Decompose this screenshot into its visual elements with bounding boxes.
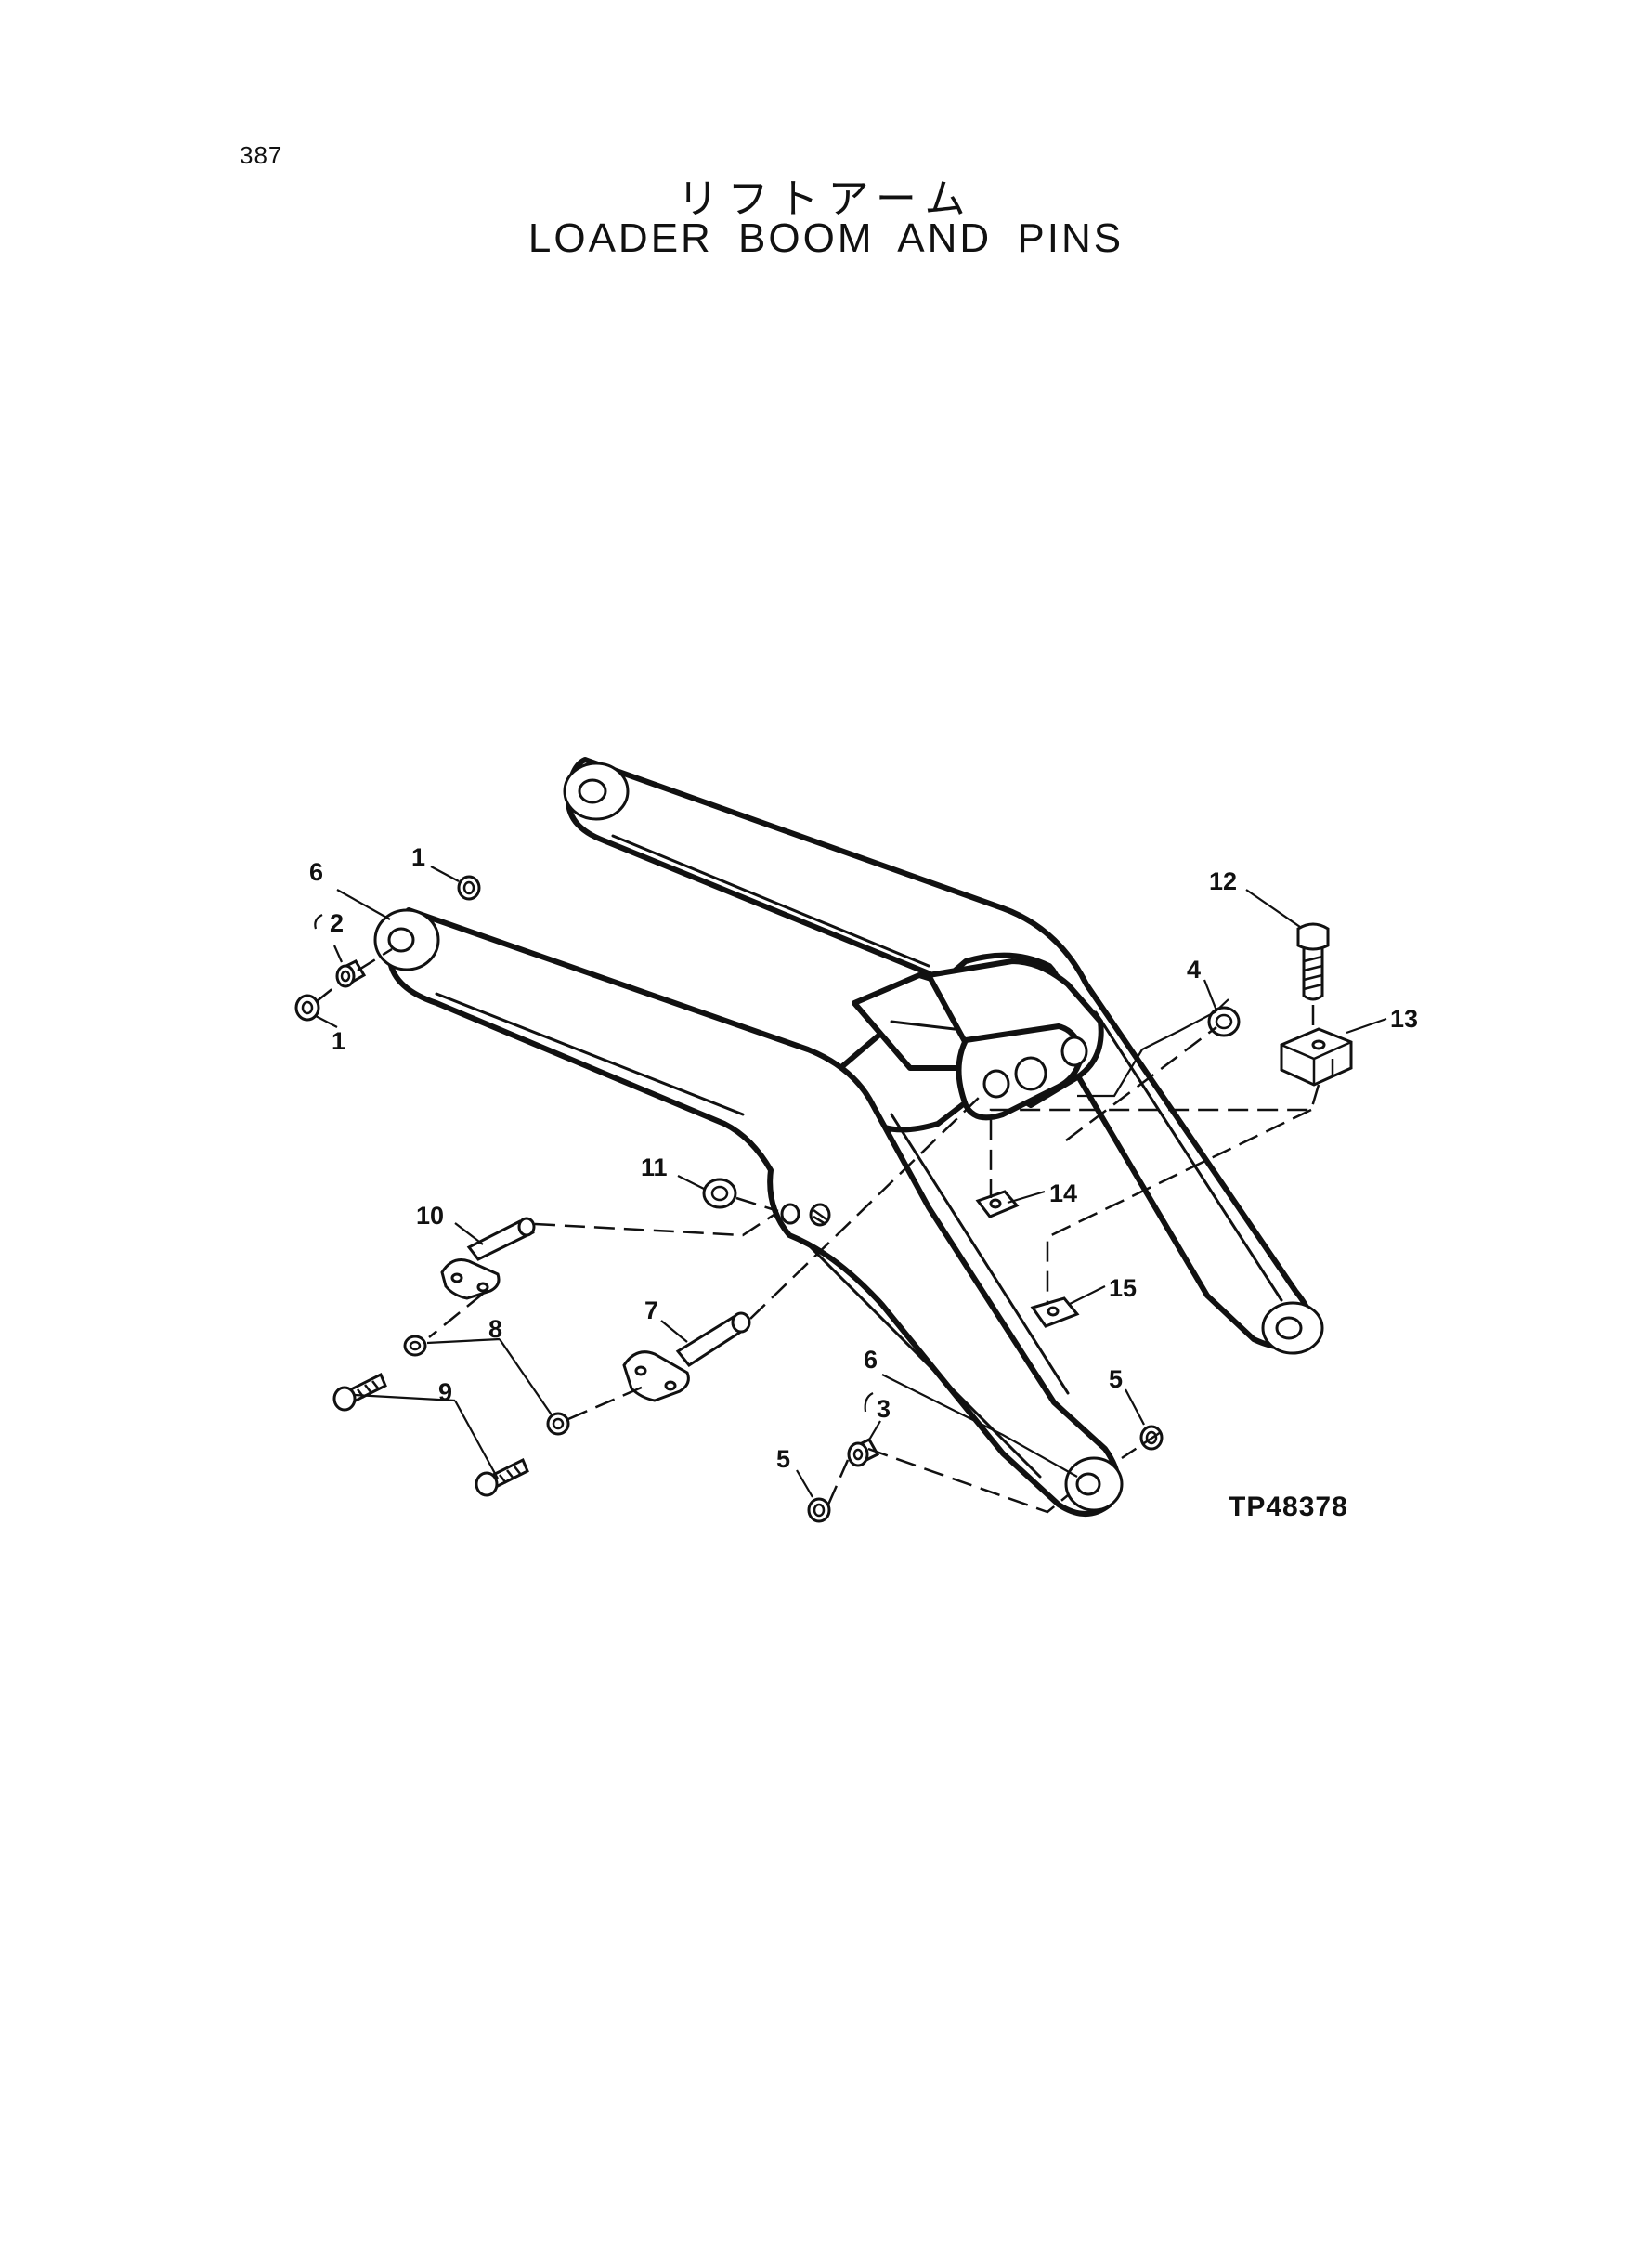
callout-9: 9 [438, 1378, 452, 1406]
callout-15: 15 [1109, 1274, 1137, 1302]
center-bracket [926, 958, 1104, 1121]
bracket-15 [1030, 1296, 1080, 1328]
callout-14: 14 [1049, 1179, 1077, 1207]
rear-boom-end-bore [578, 778, 607, 804]
callout-1-upper: 1 [411, 843, 425, 871]
front-boom-end-bore [387, 927, 415, 953]
part-13-clip [1280, 1027, 1353, 1087]
bracket-lower-bore-a [982, 1069, 1010, 1099]
callout-2: 2 [330, 909, 344, 937]
callout-8: 8 [488, 1315, 502, 1343]
boom-grease-hole [780, 1203, 800, 1225]
assembly-lines [315, 947, 1320, 1514]
title-english: LOADER BOOM AND PINS [527, 215, 1125, 261]
part-8-washer-b [546, 1412, 570, 1436]
bracket-lower-bore-b [1014, 1056, 1047, 1091]
part-11-washer [702, 1178, 737, 1209]
part-1-upper-nut [457, 875, 481, 901]
grease-fitting [809, 1203, 831, 1227]
part-8-washer-a [403, 1335, 427, 1357]
callout-5-right: 5 [1109, 1365, 1123, 1393]
part-12-bolt [1296, 922, 1330, 1001]
part-9-bolt-b [475, 1457, 529, 1497]
page-number: 387 [240, 141, 283, 169]
front-boom-lower-bore [1075, 1472, 1101, 1496]
rear-boom-lower-bore [1275, 1316, 1303, 1340]
callout-6-upper: 6 [309, 858, 323, 886]
part-10-pin [440, 1217, 536, 1300]
callout-6-lower: 6 [864, 1346, 878, 1374]
front-boom-arm [373, 907, 1124, 1517]
bracket-upper-bore [1060, 1036, 1088, 1067]
callout-5-left: 5 [776, 1445, 790, 1473]
title-japanese: リフトアーム [677, 176, 975, 223]
part-1-lower-nut [294, 994, 320, 1022]
part-5-left-nut [807, 1497, 831, 1523]
bracket-14 [975, 1190, 1020, 1218]
figure-code: TP48378 [1229, 1492, 1348, 1522]
part-9-bolt-a [332, 1372, 387, 1412]
rear-boom-arm [563, 757, 1324, 1355]
part-7-pin [622, 1311, 751, 1402]
part-2-bushing [335, 959, 367, 988]
callout-4: 4 [1187, 956, 1201, 984]
part-3-bushing [847, 1438, 880, 1467]
callout-12: 12 [1209, 867, 1237, 895]
callout-11: 11 [641, 1153, 668, 1181]
callout-3: 3 [877, 1395, 891, 1423]
callout-7: 7 [644, 1296, 658, 1324]
callout-1-lower: 1 [332, 1027, 345, 1055]
callout-10: 10 [416, 1202, 444, 1230]
callout-13: 13 [1390, 1005, 1418, 1033]
leader-lines [314, 866, 1387, 1498]
